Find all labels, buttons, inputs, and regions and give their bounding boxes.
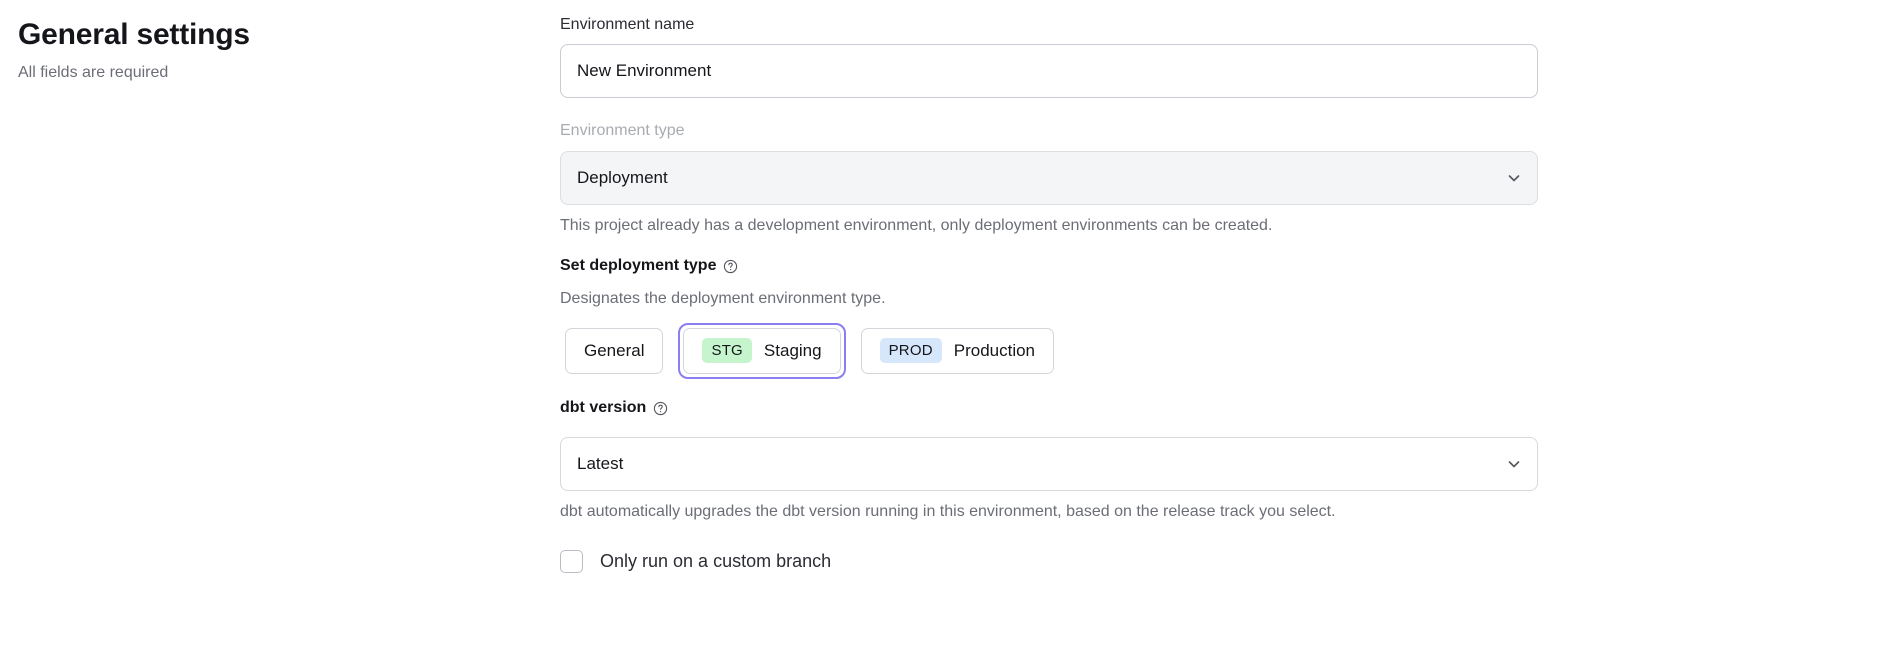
deployment-option-staging-shell: STG Staging [678,322,846,379]
dbt-version-label-row: dbt version [560,397,668,419]
checkbox-unchecked-icon[interactable] [560,549,583,573]
deployment-type-label: Set deployment type [560,257,717,275]
deployment-option-staging-label: Staging [763,340,822,360]
page-title: General settings [18,18,250,51]
settings-form: Environment name Environment type Deploy… [560,14,1538,573]
deployment-type-options: General STG Staging PROD Production [560,322,1538,379]
deployment-option-general[interactable]: General [565,327,664,374]
environment-type-value: Deployment [577,167,668,187]
deployment-option-staging[interactable]: STG Staging [683,327,841,374]
help-circle-icon[interactable] [723,259,738,274]
page-subtitle: All fields are required [18,63,169,81]
environment-name-input[interactable] [560,44,1538,99]
environment-type-select-wrap: Deployment [560,150,1538,205]
deployment-type-label-row: Set deployment type [560,255,738,277]
custom-branch-label: Only run on a custom branch [600,550,832,571]
environment-type-field: Environment type Deployment This project… [560,120,1538,237]
production-badge: PROD [879,338,942,364]
help-circle-icon[interactable] [653,401,668,416]
staging-badge: STG [702,338,752,364]
dbt-version-select-wrap: Latest [560,437,1538,492]
environment-type-select[interactable]: Deployment [560,150,1538,205]
environment-type-helper: This project already has a development e… [560,216,1273,234]
custom-branch-row[interactable]: Only run on a custom branch [560,549,1538,573]
deployment-option-general-shell: General [560,323,668,379]
deployment-option-general-label: General [584,340,645,360]
environment-name-label: Environment name [560,16,695,33]
environment-type-label: Environment type [560,122,685,140]
deployment-type-helper: Designates the deployment environment ty… [560,289,886,307]
dbt-version-value: Latest [577,454,624,474]
deployment-type-field: Set deployment type Designates the deplo… [560,255,1538,379]
dbt-version-select[interactable]: Latest [560,437,1538,492]
deployment-option-production-shell: PROD Production [856,323,1059,379]
dbt-version-field: dbt version Latest [560,397,1538,524]
deployment-option-production-label: Production [953,340,1036,360]
dbt-version-helper: dbt automatically upgrades the dbt versi… [560,503,1336,521]
dbt-version-label: dbt version [560,398,647,416]
settings-intro-column: General settings All fields are required [18,16,518,84]
environment-name-field: Environment name [560,14,1538,99]
deployment-option-production[interactable]: PROD Production [860,327,1055,374]
